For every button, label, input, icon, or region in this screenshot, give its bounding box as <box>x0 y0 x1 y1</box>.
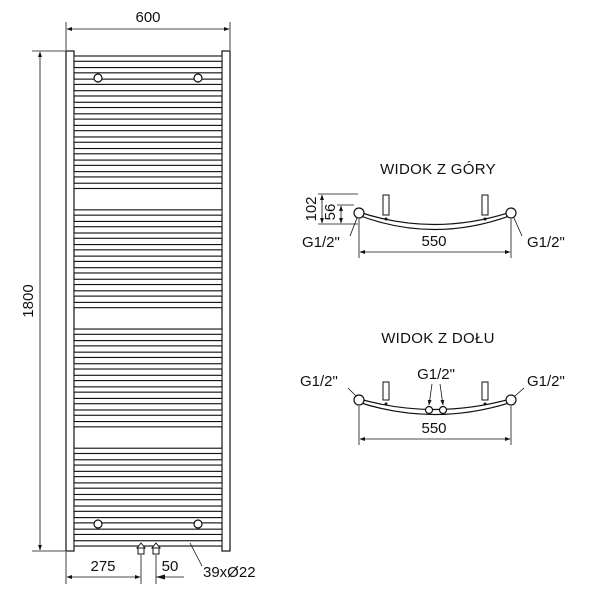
tube <box>73 397 223 405</box>
bottom-center-fitting-right <box>438 405 448 415</box>
tube <box>73 517 223 524</box>
tube <box>73 505 223 512</box>
top-right-bracket <box>481 194 489 216</box>
tube <box>73 159 223 166</box>
tube <box>73 243 223 251</box>
tube <box>73 171 223 178</box>
bottom-center-fitting-left <box>424 405 434 415</box>
mount-hole-bottom-right <box>193 519 203 529</box>
tube <box>73 78 223 85</box>
tube <box>73 290 223 297</box>
tube <box>73 340 223 347</box>
tubes-leader: 39xØ22 <box>189 542 256 581</box>
tube <box>73 447 223 455</box>
bottom-left-connection-label: G1/2" <box>300 373 338 390</box>
tube <box>73 90 223 97</box>
mount-hole-top-left <box>93 73 103 83</box>
bottom-center-connection-label: G1/2" <box>417 366 455 383</box>
top-view: WIDOK Z GÓRY 102 56 550 G1/2" G1/2" <box>302 161 565 258</box>
tube-group <box>73 55 223 547</box>
tube <box>73 113 223 120</box>
tube <box>73 420 223 428</box>
tube <box>73 374 223 382</box>
right-rail <box>221 50 231 552</box>
top-view-title: WIDOK Z GÓRY <box>380 161 496 178</box>
tube <box>73 528 223 536</box>
width-dimension: 600 <box>65 9 231 50</box>
tube <box>73 482 223 489</box>
tube <box>73 209 223 216</box>
bottom-dimensions: 275 50 <box>65 552 184 584</box>
top-right-fitting <box>505 207 517 219</box>
tube <box>73 55 223 62</box>
bottom-view: WIDOK Z DOŁU 550 G1/2" G1/2" G1/2" <box>300 330 565 445</box>
tube <box>73 136 223 143</box>
tube <box>73 124 223 132</box>
height-label: 1800 <box>20 284 37 317</box>
front-view: 600 1800 275 50 39xØ22 <box>20 9 256 584</box>
top-right-connection-label: G1/2" <box>527 234 565 251</box>
tube <box>73 493 223 501</box>
bottom-left-bracket <box>382 381 390 401</box>
bottom-right-fitting <box>505 394 517 406</box>
tube <box>73 101 223 109</box>
bottom-valve-right <box>150 542 162 555</box>
tube <box>73 301 223 309</box>
tube <box>73 409 223 416</box>
top-left-connection-label: G1/2" <box>302 234 340 251</box>
top-mount-label: 56 <box>322 204 339 221</box>
bottom-left-fitting <box>353 394 365 406</box>
tube <box>73 66 223 74</box>
tube <box>73 182 223 190</box>
mount-hole-bottom-left <box>93 519 103 529</box>
bottom-valve-left <box>135 542 147 555</box>
tube <box>73 351 223 359</box>
tube <box>73 220 223 228</box>
spacing-label: 50 <box>162 558 179 575</box>
tube <box>73 363 223 370</box>
top-depth-label: 102 <box>303 196 320 221</box>
bottom-right-connection-label: G1/2" <box>527 373 565 390</box>
tube <box>73 459 223 466</box>
tube <box>73 470 223 478</box>
tube <box>73 232 223 239</box>
tube <box>73 386 223 393</box>
mount-hole-top-right <box>193 73 203 83</box>
tube <box>73 278 223 286</box>
tube <box>73 267 223 274</box>
tubes-label: 39xØ22 <box>203 564 256 581</box>
tube <box>73 147 223 155</box>
left-rail <box>65 50 75 552</box>
bottom-span-label: 550 <box>421 420 446 437</box>
tube <box>73 255 223 262</box>
tube <box>73 540 223 547</box>
height-dimension: 1800 <box>20 50 66 552</box>
left-offset-label: 275 <box>90 558 115 575</box>
bottom-view-title: WIDOK Z DOŁU <box>381 330 495 347</box>
tube <box>73 328 223 335</box>
top-left-fitting <box>353 207 365 219</box>
top-left-bracket <box>382 194 390 216</box>
top-span-label: 550 <box>421 233 446 250</box>
bottom-right-bracket <box>481 381 489 401</box>
width-label: 600 <box>135 9 160 26</box>
